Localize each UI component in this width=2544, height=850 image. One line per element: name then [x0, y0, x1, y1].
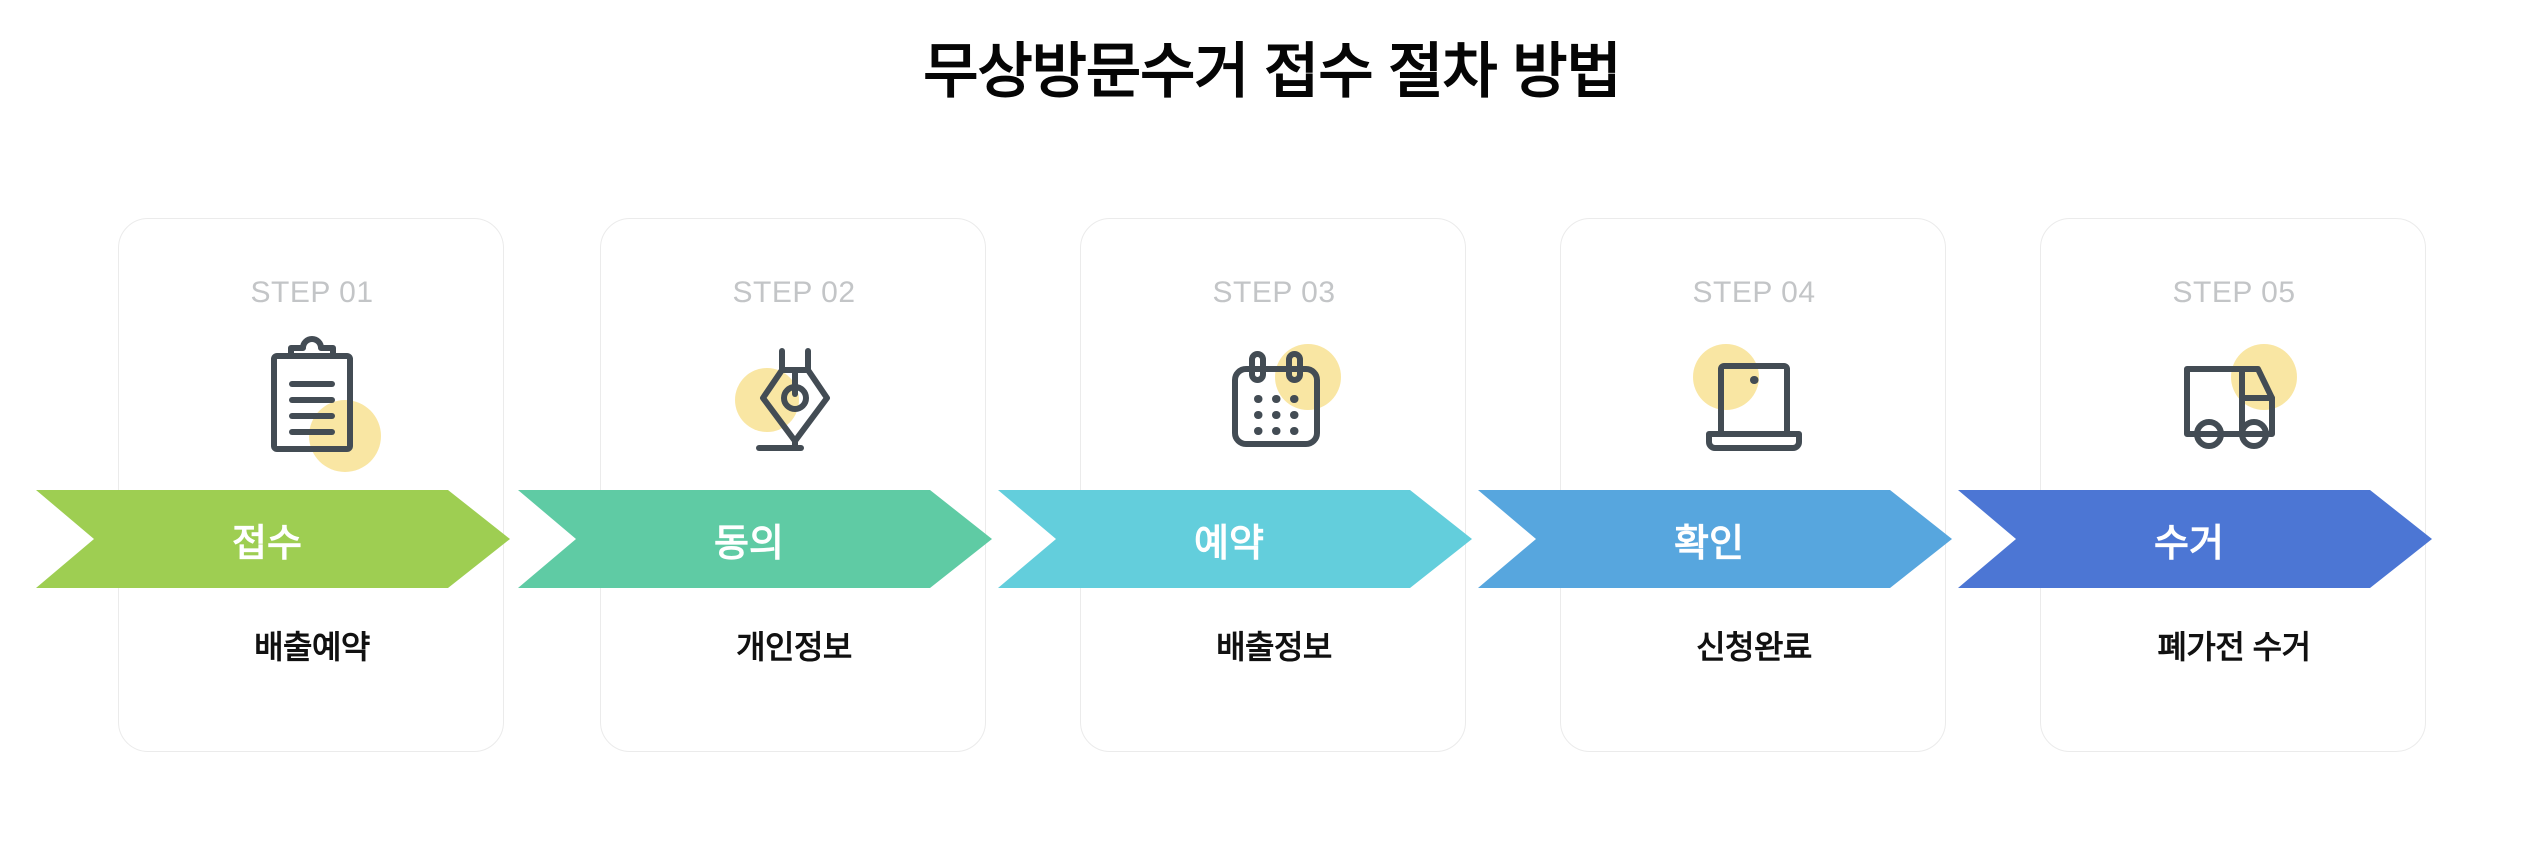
process-step-2[interactable]: STEP 02 동의 개인	[518, 218, 992, 754]
step-caption: 배출정보	[1216, 629, 1332, 665]
step-caption: 배출예약	[254, 629, 370, 665]
step-caption: 개인정보	[736, 629, 852, 665]
step-icon-area	[118, 336, 506, 472]
step-band-label: 예약	[1194, 522, 1264, 565]
step-card	[1560, 218, 1946, 752]
step-band-label: 수거	[2154, 522, 2224, 565]
step-kicker-label: STEP 05	[2172, 276, 2296, 309]
step-card	[2040, 218, 2426, 752]
process-step-3[interactable]: STEP 03	[998, 218, 1472, 754]
process-step-flow: STEP 01 접수 배출예약	[0, 218, 2544, 778]
step-icon-area	[1080, 336, 1468, 466]
accent-circle	[309, 400, 381, 472]
step-kicker-label: STEP 01	[250, 276, 374, 309]
accent-circle	[1275, 344, 1341, 410]
step-band[interactable]: 수거	[1958, 490, 2432, 588]
step-band-label: 접수	[232, 522, 302, 565]
page-title: 무상방문수거 접수 절차 방법	[923, 38, 1621, 105]
step-band[interactable]: 접수	[36, 490, 510, 588]
step-card	[1080, 218, 1466, 752]
step-kicker-label: STEP 03	[1212, 276, 1336, 309]
clipboard-icon	[271, 336, 353, 452]
step-icon-area	[2040, 336, 2428, 466]
laptop-icon	[1706, 363, 1802, 451]
step-icon-area	[1560, 336, 1948, 466]
process-step-1[interactable]: STEP 01 접수 배출예약	[36, 218, 510, 754]
process-step-4[interactable]: STEP 04 확인 신청완료	[1478, 218, 1952, 754]
step-band[interactable]: 동의	[518, 490, 992, 588]
calendar-icon	[1232, 351, 1320, 447]
delivery-truck-icon	[2184, 366, 2275, 449]
step-icon-area	[600, 336, 988, 466]
step-caption: 폐가전 수거	[2157, 629, 2311, 665]
process-step-5[interactable]: STEP 05 수거 폐가전 수거	[1958, 218, 2432, 754]
step-card	[600, 218, 986, 752]
step-band-label: 확인	[1674, 522, 1744, 565]
step-kicker-label: STEP 02	[732, 276, 856, 309]
step-kicker-label: STEP 04	[1692, 276, 1816, 309]
step-band[interactable]: 예약	[998, 490, 1472, 588]
step-band-label: 동의	[714, 522, 784, 565]
accent-circle	[1693, 344, 1759, 410]
step-band[interactable]: 확인	[1478, 490, 1952, 588]
step-card	[118, 218, 504, 752]
pen-nib-icon	[756, 348, 830, 451]
step-caption: 신청완료	[1696, 629, 1812, 665]
